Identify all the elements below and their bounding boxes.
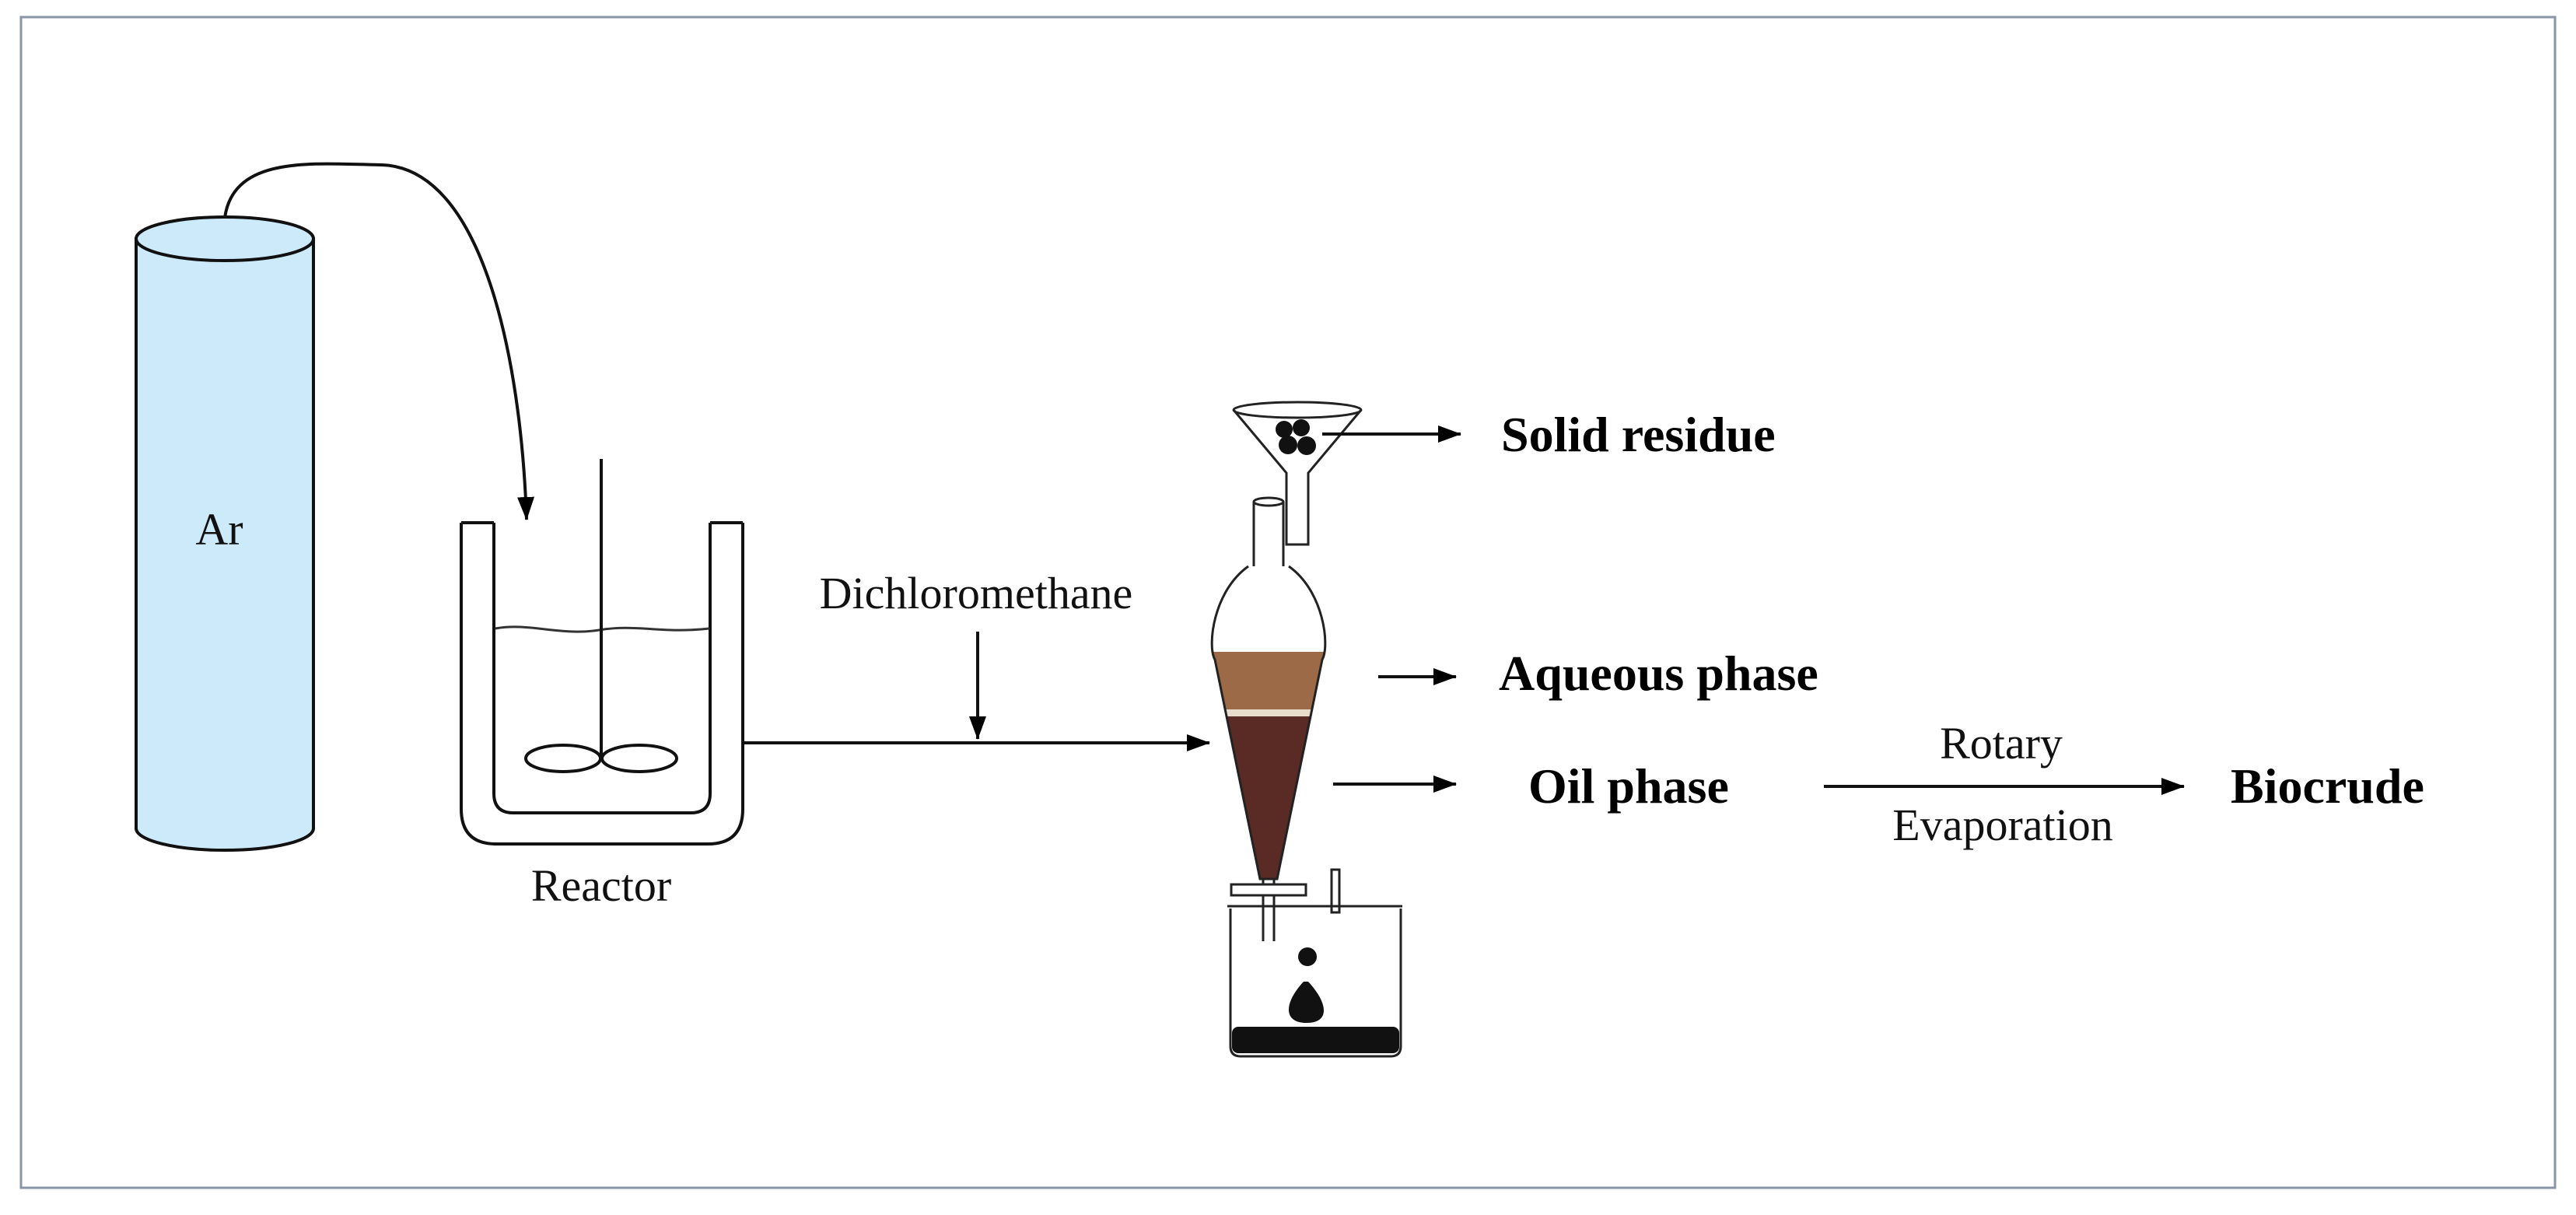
process-bottom-label: Evaporation <box>1892 800 2112 850</box>
gas-hose-arrow <box>223 162 535 520</box>
cylinder-label: Ar <box>195 504 243 555</box>
aqueous-phase-label: Aqueous phase <box>1499 646 1818 701</box>
oil-phase-label: Oil phase <box>1528 758 1729 814</box>
reactor-label: Reactor <box>531 860 671 911</box>
argon-cylinder: Ar <box>135 215 315 852</box>
solid-residue-label: Solid residue <box>1501 407 1776 462</box>
solvent-label: Dichloromethane <box>820 568 1133 618</box>
oil-layer <box>1212 716 1325 879</box>
biocrude-label: Biocrude <box>2231 758 2424 814</box>
aqueous-layer <box>1212 652 1325 716</box>
impeller-blade <box>600 744 678 773</box>
stopcock <box>1230 883 1307 897</box>
filter-funnel <box>1232 401 1363 546</box>
reactor-vessel: Reactor <box>460 459 744 911</box>
figure-border <box>19 16 2557 1189</box>
beaker <box>1227 905 1402 1058</box>
process-top-label: Rotary <box>1940 718 2063 769</box>
separatory-funnel <box>1210 496 1341 966</box>
impeller-blade <box>524 744 602 773</box>
